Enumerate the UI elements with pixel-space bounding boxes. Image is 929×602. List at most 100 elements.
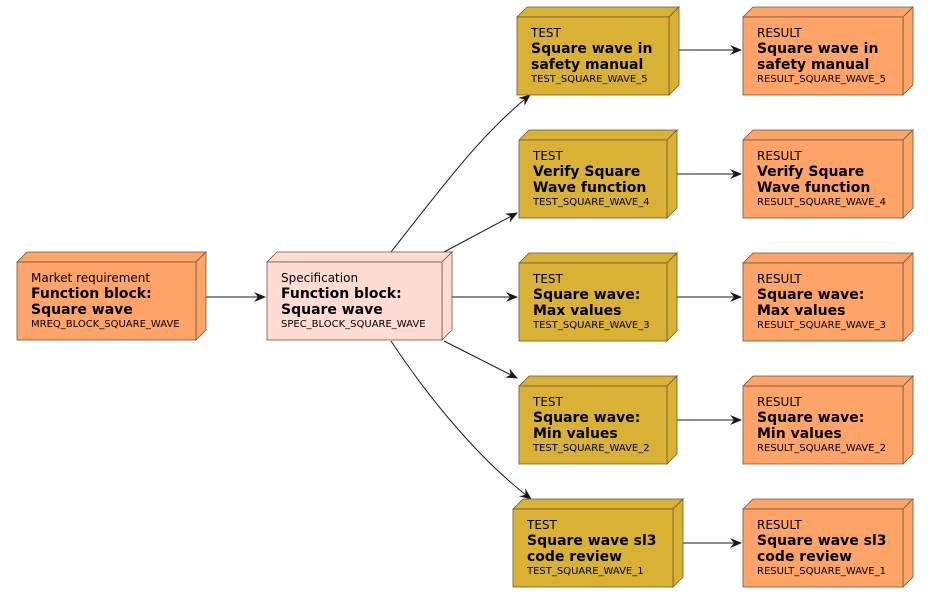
node-title-line: Max values [533, 303, 622, 319]
node-result4[interactable] [742, 129, 914, 219]
node-title-line: Function block: [281, 286, 402, 302]
node-top-face [16, 251, 207, 263]
node-front-face [742, 385, 904, 465]
node-top-face [742, 6, 914, 18]
node-title-line: Function block: [31, 286, 152, 302]
node-top-face [512, 498, 684, 510]
node-identifier: TEST_SQUARE_WAVE_1 [527, 566, 644, 577]
node-mreq[interactable] [16, 251, 207, 341]
node-test2[interactable] [518, 375, 678, 465]
node-stereotype: RESULT [757, 518, 802, 532]
node-side-face [666, 375, 678, 465]
node-top-face [518, 375, 678, 387]
node-top-face [266, 251, 453, 263]
node-stereotype: Market requirement [31, 271, 151, 285]
node-identifier: TEST_SQUARE_WAVE_3 [533, 320, 650, 331]
node-title-line: code review [757, 549, 853, 565]
node-title-line: Square wave [281, 302, 383, 318]
node-title-line: Verify Square [757, 164, 865, 180]
node-stereotype: RESULT [757, 395, 802, 409]
node-title-line: code review [527, 549, 623, 565]
node-top-face [518, 129, 678, 141]
node-stereotype: TEST [531, 26, 561, 40]
node-result3[interactable] [742, 252, 914, 342]
edge-spec-to-test1 [390, 340, 532, 500]
node-front-face [16, 261, 197, 341]
edge-spec-to-test5 [390, 94, 531, 253]
node-identifier: RESULT_SQUARE_WAVE_5 [757, 74, 886, 85]
node-front-face [516, 16, 670, 96]
node-title-line: Square wave [31, 302, 133, 318]
node-side-face [666, 129, 678, 219]
node-result2[interactable] [742, 375, 914, 465]
node-title-line: Min values [757, 426, 842, 442]
node-front-face [742, 508, 904, 588]
node-side-face [441, 251, 453, 341]
node-stereotype: TEST [533, 149, 563, 163]
node-identifier: RESULT_SQUARE_WAVE_1 [757, 566, 886, 577]
node-test4[interactable] [518, 129, 678, 219]
node-side-face [902, 375, 914, 465]
node-result1[interactable] [742, 498, 914, 588]
node-top-face [742, 498, 914, 510]
node-title-line: Max values [757, 303, 846, 319]
node-stereotype: TEST [527, 518, 557, 532]
node-title-line: Square wave sl3 [757, 533, 887, 549]
node-identifier: TEST_SQUARE_WAVE_5 [531, 74, 648, 85]
node-title-line: Square wave: [533, 287, 641, 303]
node-title-line: Wave function [757, 180, 871, 196]
node-test1[interactable] [512, 498, 684, 588]
node-title-line: Square wave: [533, 410, 641, 426]
node-top-face [516, 6, 680, 18]
node-test5[interactable] [516, 6, 680, 96]
node-stereotype: Specification [281, 271, 359, 285]
node-top-face [518, 252, 678, 264]
node-title-line: Square wave in [757, 41, 879, 57]
node-side-face [666, 252, 678, 342]
node-spec[interactable] [266, 251, 453, 341]
node-top-face [742, 252, 914, 264]
node-stereotype: RESULT [757, 272, 802, 286]
node-side-face [195, 251, 207, 341]
node-title-line: Square wave sl3 [527, 533, 657, 549]
node-test3[interactable] [518, 252, 678, 342]
node-identifier: RESULT_SQUARE_WAVE_3 [757, 320, 886, 331]
node-side-face [668, 6, 680, 96]
node-identifier: RESULT_SQUARE_WAVE_2 [757, 443, 886, 454]
node-front-face [742, 262, 904, 342]
node-side-face [902, 498, 914, 588]
node-top-face [742, 129, 914, 141]
node-title-line: Min values [533, 426, 618, 442]
node-front-face [518, 385, 668, 465]
edge-spec-to-test2 [443, 340, 518, 379]
node-title-line: safety manual [757, 57, 870, 73]
node-identifier: SPEC_BLOCK_SQUARE_WAVE [281, 319, 426, 330]
node-front-face [742, 139, 904, 219]
node-stereotype: TEST [533, 395, 563, 409]
node-identifier: TEST_SQUARE_WAVE_4 [533, 197, 650, 208]
node-stereotype: RESULT [757, 26, 802, 40]
node-title-line: Square wave: [757, 287, 865, 303]
node-identifier: MREQ_BLOCK_SQUARE_WAVE [31, 319, 180, 330]
node-title-line: Square wave: [757, 410, 865, 426]
node-top-face [742, 375, 914, 387]
node-identifier: TEST_SQUARE_WAVE_2 [533, 443, 650, 454]
node-front-face [518, 262, 668, 342]
node-side-face [672, 498, 684, 588]
node-result5[interactable] [742, 6, 914, 96]
node-side-face [902, 6, 914, 96]
node-title-line: Wave function [533, 180, 647, 196]
node-front-face [518, 139, 668, 219]
node-identifier: RESULT_SQUARE_WAVE_4 [757, 197, 886, 208]
